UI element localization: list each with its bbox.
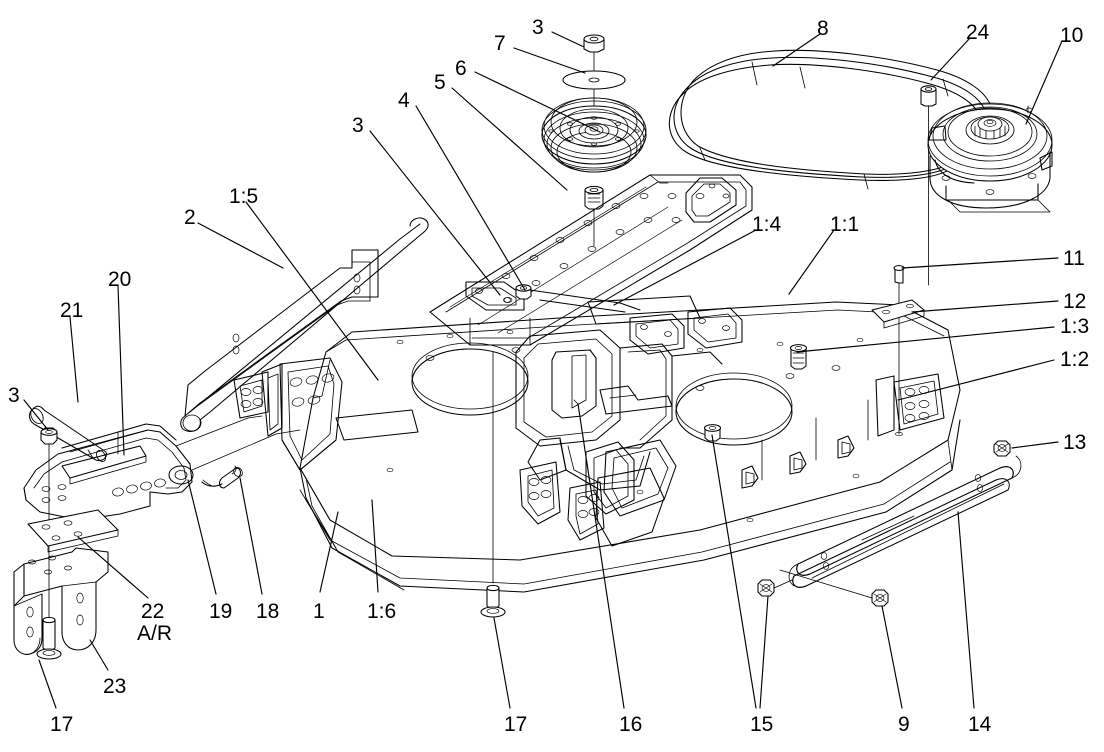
callout-1-3: 1:3 [1060, 315, 1090, 338]
callout-22-ar: A/R [137, 622, 173, 645]
callout-6: 6 [455, 57, 467, 80]
callout-1: 1 [313, 600, 325, 623]
callout-24: 24 [966, 21, 990, 44]
callout-17-center: 17 [504, 713, 528, 736]
callout-3-top: 3 [532, 16, 544, 39]
part-14-rear-bumper-rail [788, 455, 1022, 588]
part-2-lift-arm-rail [180, 217, 429, 432]
callout-1-4: 1:4 [752, 213, 782, 236]
callout-21: 21 [60, 299, 84, 322]
part-9-flange-bolt [779, 569, 889, 607]
leader-lines [23, 31, 1063, 709]
part-17-carriage-bolt-center [480, 351, 506, 618]
callout-2: 2 [184, 206, 196, 229]
callout-3-left: 3 [8, 384, 20, 407]
callout-17-left: 17 [50, 713, 74, 736]
callout-11: 11 [1063, 247, 1085, 270]
part-23-caster-yoke-bracket [13, 547, 109, 655]
callout-10: 10 [1060, 24, 1084, 47]
callout-22: 22 [141, 600, 165, 623]
part-24-flange-bolt [920, 85, 937, 286]
callout-23: 23 [103, 675, 127, 698]
callout-1-6: 1:6 [367, 600, 397, 623]
callout-20: 20 [108, 268, 132, 291]
part-10-spindle-assembly [927, 102, 1053, 213]
part-22-shim-plate [27, 509, 119, 553]
part-12-shim-plate [871, 299, 925, 329]
part-7-flat-washer [562, 70, 626, 90]
callout-7: 7 [494, 32, 506, 55]
part-13-flange-nut-right [993, 440, 1011, 457]
part-20-front-lift-arm [23, 415, 301, 521]
part-17-carriage-bolt-left [36, 616, 62, 660]
part-18-hitch-pin [201, 465, 243, 489]
part-6-idler-pulley [541, 97, 647, 173]
part-5-spacer-bushing [584, 185, 604, 247]
callout-18: 18 [256, 600, 280, 623]
callout-12: 12 [1063, 290, 1087, 313]
part-16-bracket [573, 399, 579, 405]
callout-1-5: 1:5 [229, 185, 259, 208]
callout-5: 5 [434, 71, 446, 94]
part-15-flange-bolt-b [757, 579, 793, 597]
callout-13: 13 [1063, 431, 1087, 454]
callout-1-2: 1:2 [1060, 348, 1090, 371]
part-8-vbelt [668, 49, 991, 190]
callout-1-1: 1:1 [830, 213, 860, 236]
callout-8: 8 [817, 17, 829, 40]
part-13b-bracket-bolt [789, 344, 808, 370]
callout-14: 14 [968, 713, 992, 736]
callout-19: 19 [209, 600, 233, 623]
callout-4: 4 [398, 89, 410, 112]
callout-9: 9 [898, 713, 910, 736]
part-21-roller-tube [28, 405, 107, 462]
part-1-mower-deck-shell [233, 295, 961, 593]
callout-16: 16 [619, 713, 643, 736]
callout-15: 15 [750, 713, 774, 736]
callout-3-mid: 3 [352, 114, 364, 137]
part-15-flange-bolt-a [703, 424, 722, 442]
